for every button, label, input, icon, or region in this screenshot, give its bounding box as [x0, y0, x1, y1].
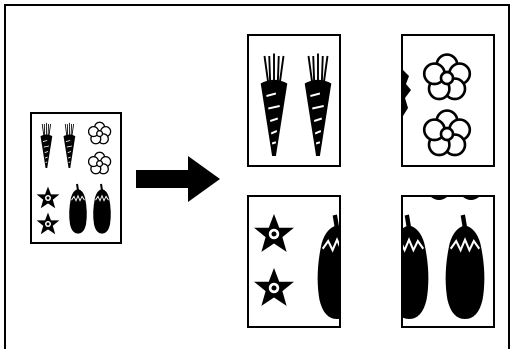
eggplant-icon [446, 215, 485, 319]
output-page-1 [247, 34, 341, 167]
star-flower-icon [254, 214, 294, 252]
star-flower-icon [254, 268, 294, 306]
flower-icon [422, 109, 472, 157]
eggplant-icon [67, 182, 89, 235]
outer-frame [4, 4, 510, 349]
carrot-icon [62, 122, 76, 169]
source-sheet [30, 112, 122, 244]
eggplant-icon [91, 182, 113, 235]
eggplant-icon [318, 215, 341, 319]
carrot-icon [39, 122, 53, 169]
flower-icon [87, 121, 112, 145]
flower-icon [87, 151, 112, 175]
output-page-2 [401, 34, 495, 167]
eggplant-icon [403, 215, 428, 319]
clipped-carrot-edge [403, 70, 411, 116]
output-page-3 [247, 195, 341, 328]
carrot-icon [303, 52, 333, 158]
output-page-4 [401, 195, 495, 328]
flower-icon [422, 53, 472, 101]
carrot-icon [259, 52, 289, 158]
star-flower-icon [36, 186, 60, 209]
star-flower-icon [36, 212, 60, 235]
right-arrow-icon [136, 156, 220, 202]
